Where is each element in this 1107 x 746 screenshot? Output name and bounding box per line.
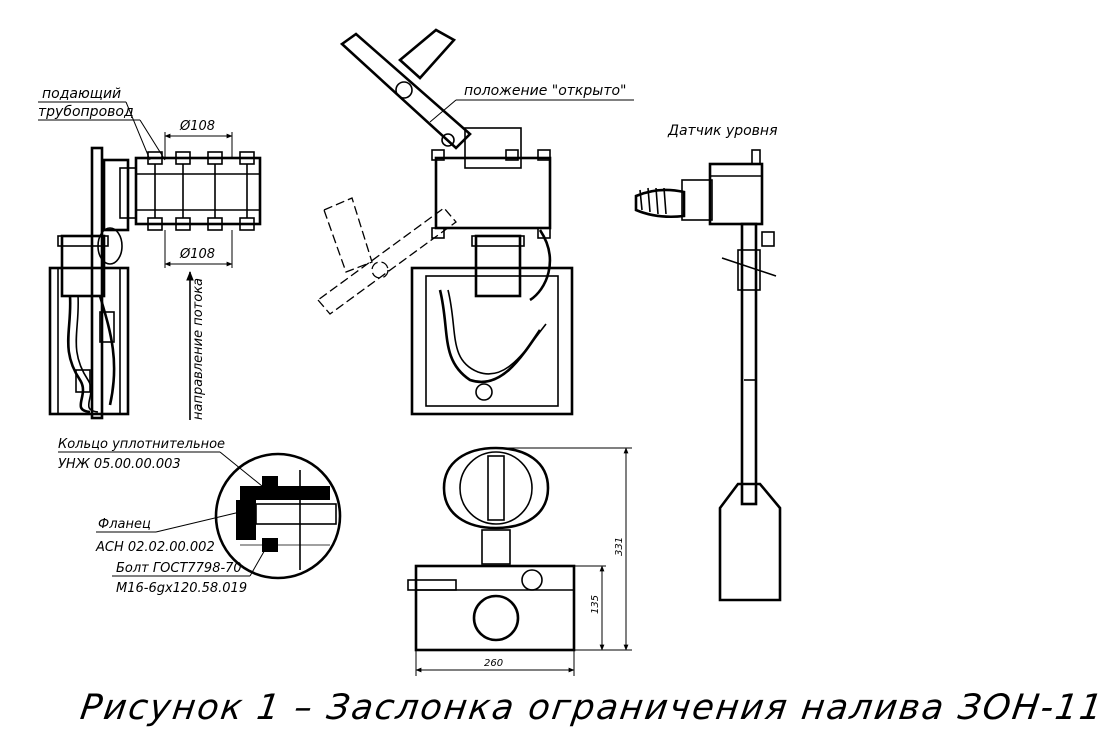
bolt-label-1: Болт ГОСТ7798-70 bbox=[116, 561, 242, 576]
dim-width: 260 bbox=[484, 658, 503, 669]
supply-pipe-label-2: трубопровод bbox=[38, 104, 134, 120]
front-view bbox=[317, 28, 634, 416]
detail-view bbox=[58, 451, 342, 580]
diameter-top-label: Ø108 bbox=[179, 119, 215, 134]
level-sensor-label: Датчик уровня bbox=[667, 123, 778, 139]
technical-drawing: подающий трубопровод Ø108 Ø108 направлен… bbox=[38, 28, 782, 676]
bolt-label-2: М16-6gx120.58.019 bbox=[116, 581, 247, 596]
diameter-bottom-label: Ø108 bbox=[179, 247, 215, 262]
diameter-dimensions bbox=[164, 132, 233, 268]
seal-ring-label-2: УНЖ 05.00.00.003 bbox=[58, 457, 181, 472]
open-position-label: положение "открыто" bbox=[464, 83, 627, 99]
figure-caption: Рисунок 1 – Заслонка ограничения налива … bbox=[77, 688, 1107, 728]
side-view bbox=[38, 101, 262, 420]
dim-height-lower: 135 bbox=[590, 595, 601, 614]
flange-label-2: АСН 02.02.00.002 bbox=[95, 540, 215, 555]
level-sensor bbox=[634, 149, 782, 602]
plan-view bbox=[407, 446, 632, 676]
flange-bolts bbox=[147, 151, 255, 231]
dim-height-total: 331 bbox=[614, 537, 625, 556]
supply-pipe-label-1: подающий bbox=[42, 86, 121, 102]
seal-ring-label-1: Кольцо уплотнительное bbox=[58, 437, 225, 452]
flow-direction-label: направление потока bbox=[191, 278, 206, 420]
flange-label-1: Фланец bbox=[98, 517, 151, 532]
